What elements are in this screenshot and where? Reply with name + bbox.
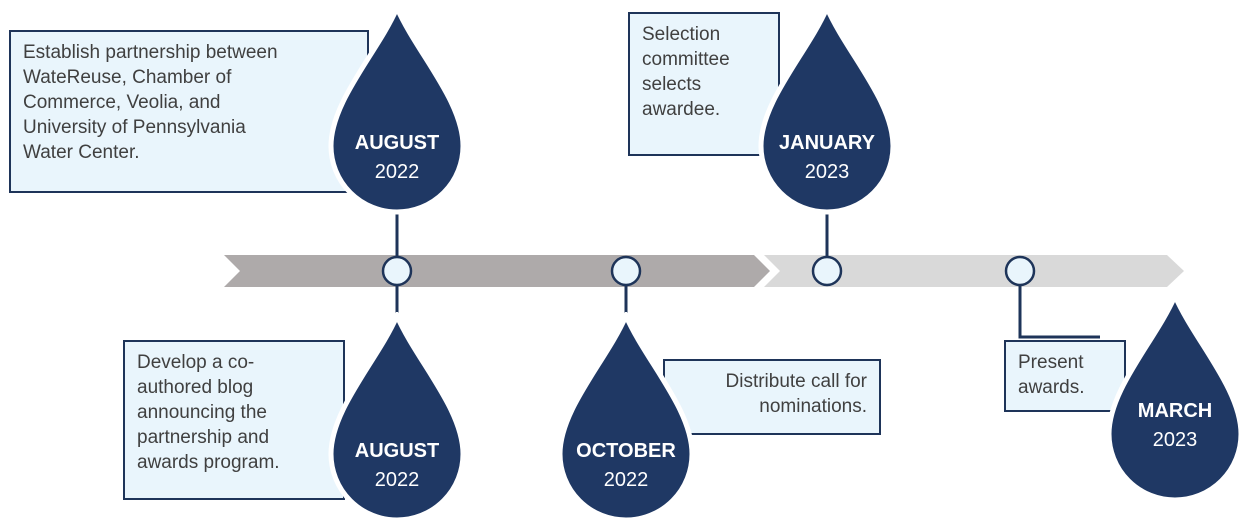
milestone-year: 2023 <box>1152 429 1198 451</box>
milestone-year: 2022 <box>374 161 420 183</box>
timeline-node <box>381 255 413 287</box>
milestone-drop: AUGUST 2022 <box>322 312 472 524</box>
milestone-note: Establish partnership between WateReuse,… <box>9 30 369 193</box>
timeline-arrow-past <box>224 255 770 287</box>
milestone-note: Develop a co- authored blog announcing t… <box>123 340 345 500</box>
milestone-drop: OCTOBER 2022 <box>551 312 701 524</box>
milestone-month: OCTOBER <box>576 440 676 462</box>
timeline-node <box>610 255 642 287</box>
timeline-arrow-future <box>764 255 1184 287</box>
milestone-note: Present awards. <box>1004 340 1126 412</box>
timeline-nodes <box>381 255 1036 287</box>
milestone-month: JANUARY <box>779 132 875 154</box>
milestone-month: MARCH <box>1137 400 1213 422</box>
timeline-node <box>1004 255 1036 287</box>
timeline-node <box>811 255 843 287</box>
milestone-month: AUGUST <box>354 132 440 154</box>
connector-line <box>1018 285 1100 339</box>
milestone-month: AUGUST <box>354 440 440 462</box>
milestone-drop: MARCH 2023 <box>1100 292 1250 504</box>
milestone-drop: AUGUST 2022 <box>322 4 472 216</box>
milestone-drop: JANUARY 2023 <box>752 4 902 216</box>
timeline-arrow <box>224 255 1184 287</box>
milestone-year: 2022 <box>603 469 649 491</box>
milestone-year: 2023 <box>804 161 850 183</box>
milestone-note: Selection committee selects awardee. <box>628 12 780 156</box>
milestone-year: 2022 <box>374 469 420 491</box>
